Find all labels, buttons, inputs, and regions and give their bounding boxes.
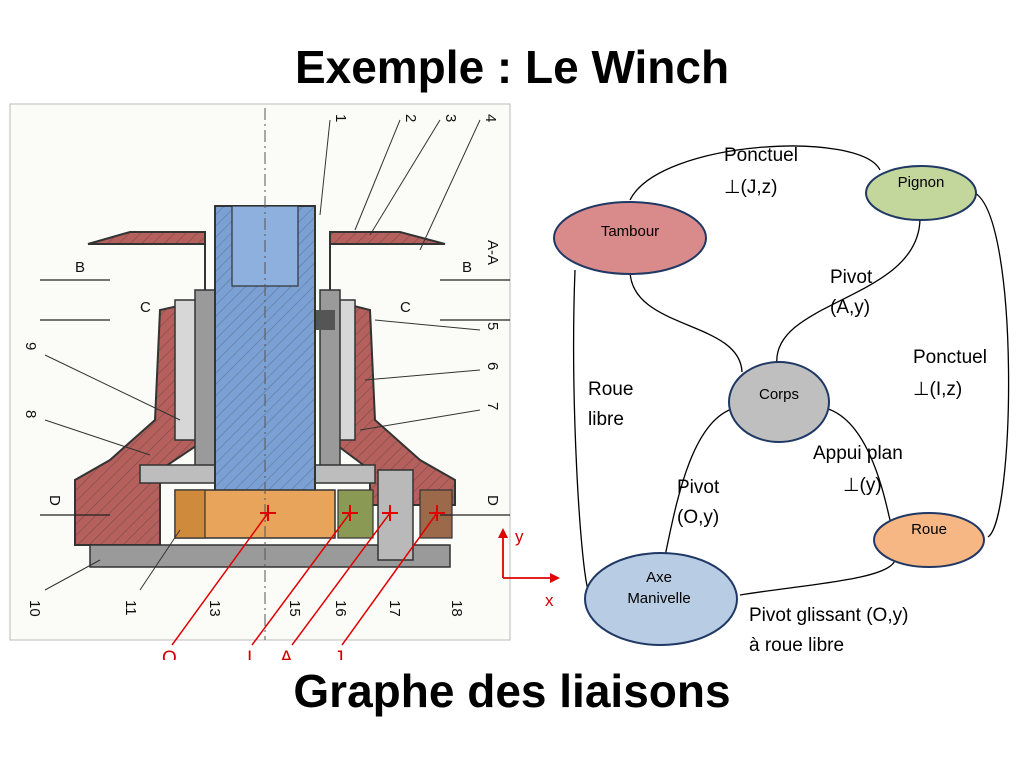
- edge-corps-axe: [664, 407, 736, 557]
- graph-nodes: [553, 165, 985, 646]
- link-pignon-roue-param: ⊥(I,z): [913, 379, 963, 400]
- node-tambour: [553, 201, 707, 275]
- axis-x-label: x: [545, 591, 554, 610]
- part-number-18: 18: [448, 600, 465, 617]
- leader-lines: [44, 119, 481, 591]
- part-number-3: 3: [442, 114, 459, 122]
- axis-y-label: y: [515, 527, 524, 546]
- link-tambour-pignon-param: ⊥(J,z): [724, 177, 778, 198]
- edge-pignon-corps: [776, 217, 921, 366]
- part-number-a-a: A-A: [484, 240, 501, 265]
- link-tambour-pignon-type: Ponctuel: [724, 145, 798, 166]
- node-corps-label: Corps: [759, 386, 799, 403]
- part-number-7: 7: [484, 402, 501, 410]
- node-axe-label-line2: Manivelle: [627, 590, 690, 607]
- part-number-6: 6: [484, 362, 501, 370]
- link-pignon-corps-type: Pivot: [830, 267, 873, 288]
- page-title: Exemple : Le Winch: [294, 41, 730, 93]
- link-axe-roue-param: à roue libre: [749, 635, 845, 656]
- section-mark-c-left: C: [140, 299, 151, 316]
- link-corps-axe-param: (O,y): [677, 507, 720, 528]
- link-tambour-axe-type: Roue: [588, 379, 634, 400]
- axis-arrows: [498, 528, 560, 583]
- part-number-5: 5: [484, 322, 501, 330]
- part-number-1: 1: [332, 114, 349, 122]
- link-corps-axe-type: Pivot: [677, 477, 720, 498]
- part-number-8: 8: [22, 410, 39, 418]
- point-leaders: [171, 512, 438, 646]
- node-axe-label-line1: Axe: [646, 569, 672, 586]
- part-number-10: 10: [26, 600, 43, 617]
- section-mark-c-right: C: [400, 299, 411, 316]
- winch-section-drawing: B B C C 1 2 3 4 A-A 5 6 7 D 9 8 D 10 11 …: [9, 103, 560, 660]
- part-number-4: 4: [482, 114, 499, 122]
- link-pignon-roue-type: Ponctuel: [913, 347, 987, 368]
- part-number-2: 2: [402, 114, 419, 122]
- link-corps-roue-param: ⊥(y): [843, 475, 882, 496]
- edge-tambour-corps: [629, 269, 743, 373]
- graph-title: Graphe des liaisons: [293, 665, 731, 717]
- edge-corps-roue: [824, 407, 891, 521]
- node-pignon-label: Pignon: [898, 174, 945, 191]
- edge-pignon-roue: [974, 192, 1010, 538]
- point-markers: [260, 505, 445, 521]
- link-tambour-axe-param: libre: [588, 409, 624, 430]
- node-tambour-label: Tambour: [601, 223, 659, 240]
- node-axe-manivelle: [584, 552, 738, 646]
- graph-edges: [573, 145, 1010, 596]
- point-j-label: J: [334, 648, 344, 660]
- body-section: [89, 289, 451, 568]
- part-number-15: 15: [286, 600, 303, 617]
- section-mark-b-right: B: [462, 259, 472, 276]
- point-o-label: O: [162, 648, 177, 660]
- part-number-11: 11: [122, 600, 139, 616]
- link-corps-roue-type: Appui plan: [813, 443, 903, 464]
- section-marks: [40, 279, 510, 516]
- part-number-16: 16: [332, 600, 349, 617]
- node-corps: [728, 361, 830, 443]
- edge-tambour-pignon: [629, 145, 881, 201]
- section-mark-b-left: B: [75, 259, 85, 276]
- part-number-d-right: D: [484, 495, 501, 506]
- part-number-d-left: D: [46, 495, 63, 506]
- part-number-17: 17: [386, 600, 403, 617]
- point-a-label: A: [280, 648, 293, 660]
- node-roue: [873, 512, 985, 568]
- edge-tambour-axe: [573, 269, 589, 591]
- node-roue-label: Roue: [911, 521, 947, 538]
- link-pignon-corps-param: (A,y): [830, 297, 871, 318]
- point-i-label: I: [247, 648, 252, 660]
- link-axe-roue-type: Pivot glissant (O,y): [749, 605, 909, 626]
- part-number-9: 9: [22, 342, 39, 350]
- edge-axe-roue: [739, 559, 896, 596]
- part-number-13: 13: [206, 600, 223, 617]
- node-pignon: [865, 165, 977, 221]
